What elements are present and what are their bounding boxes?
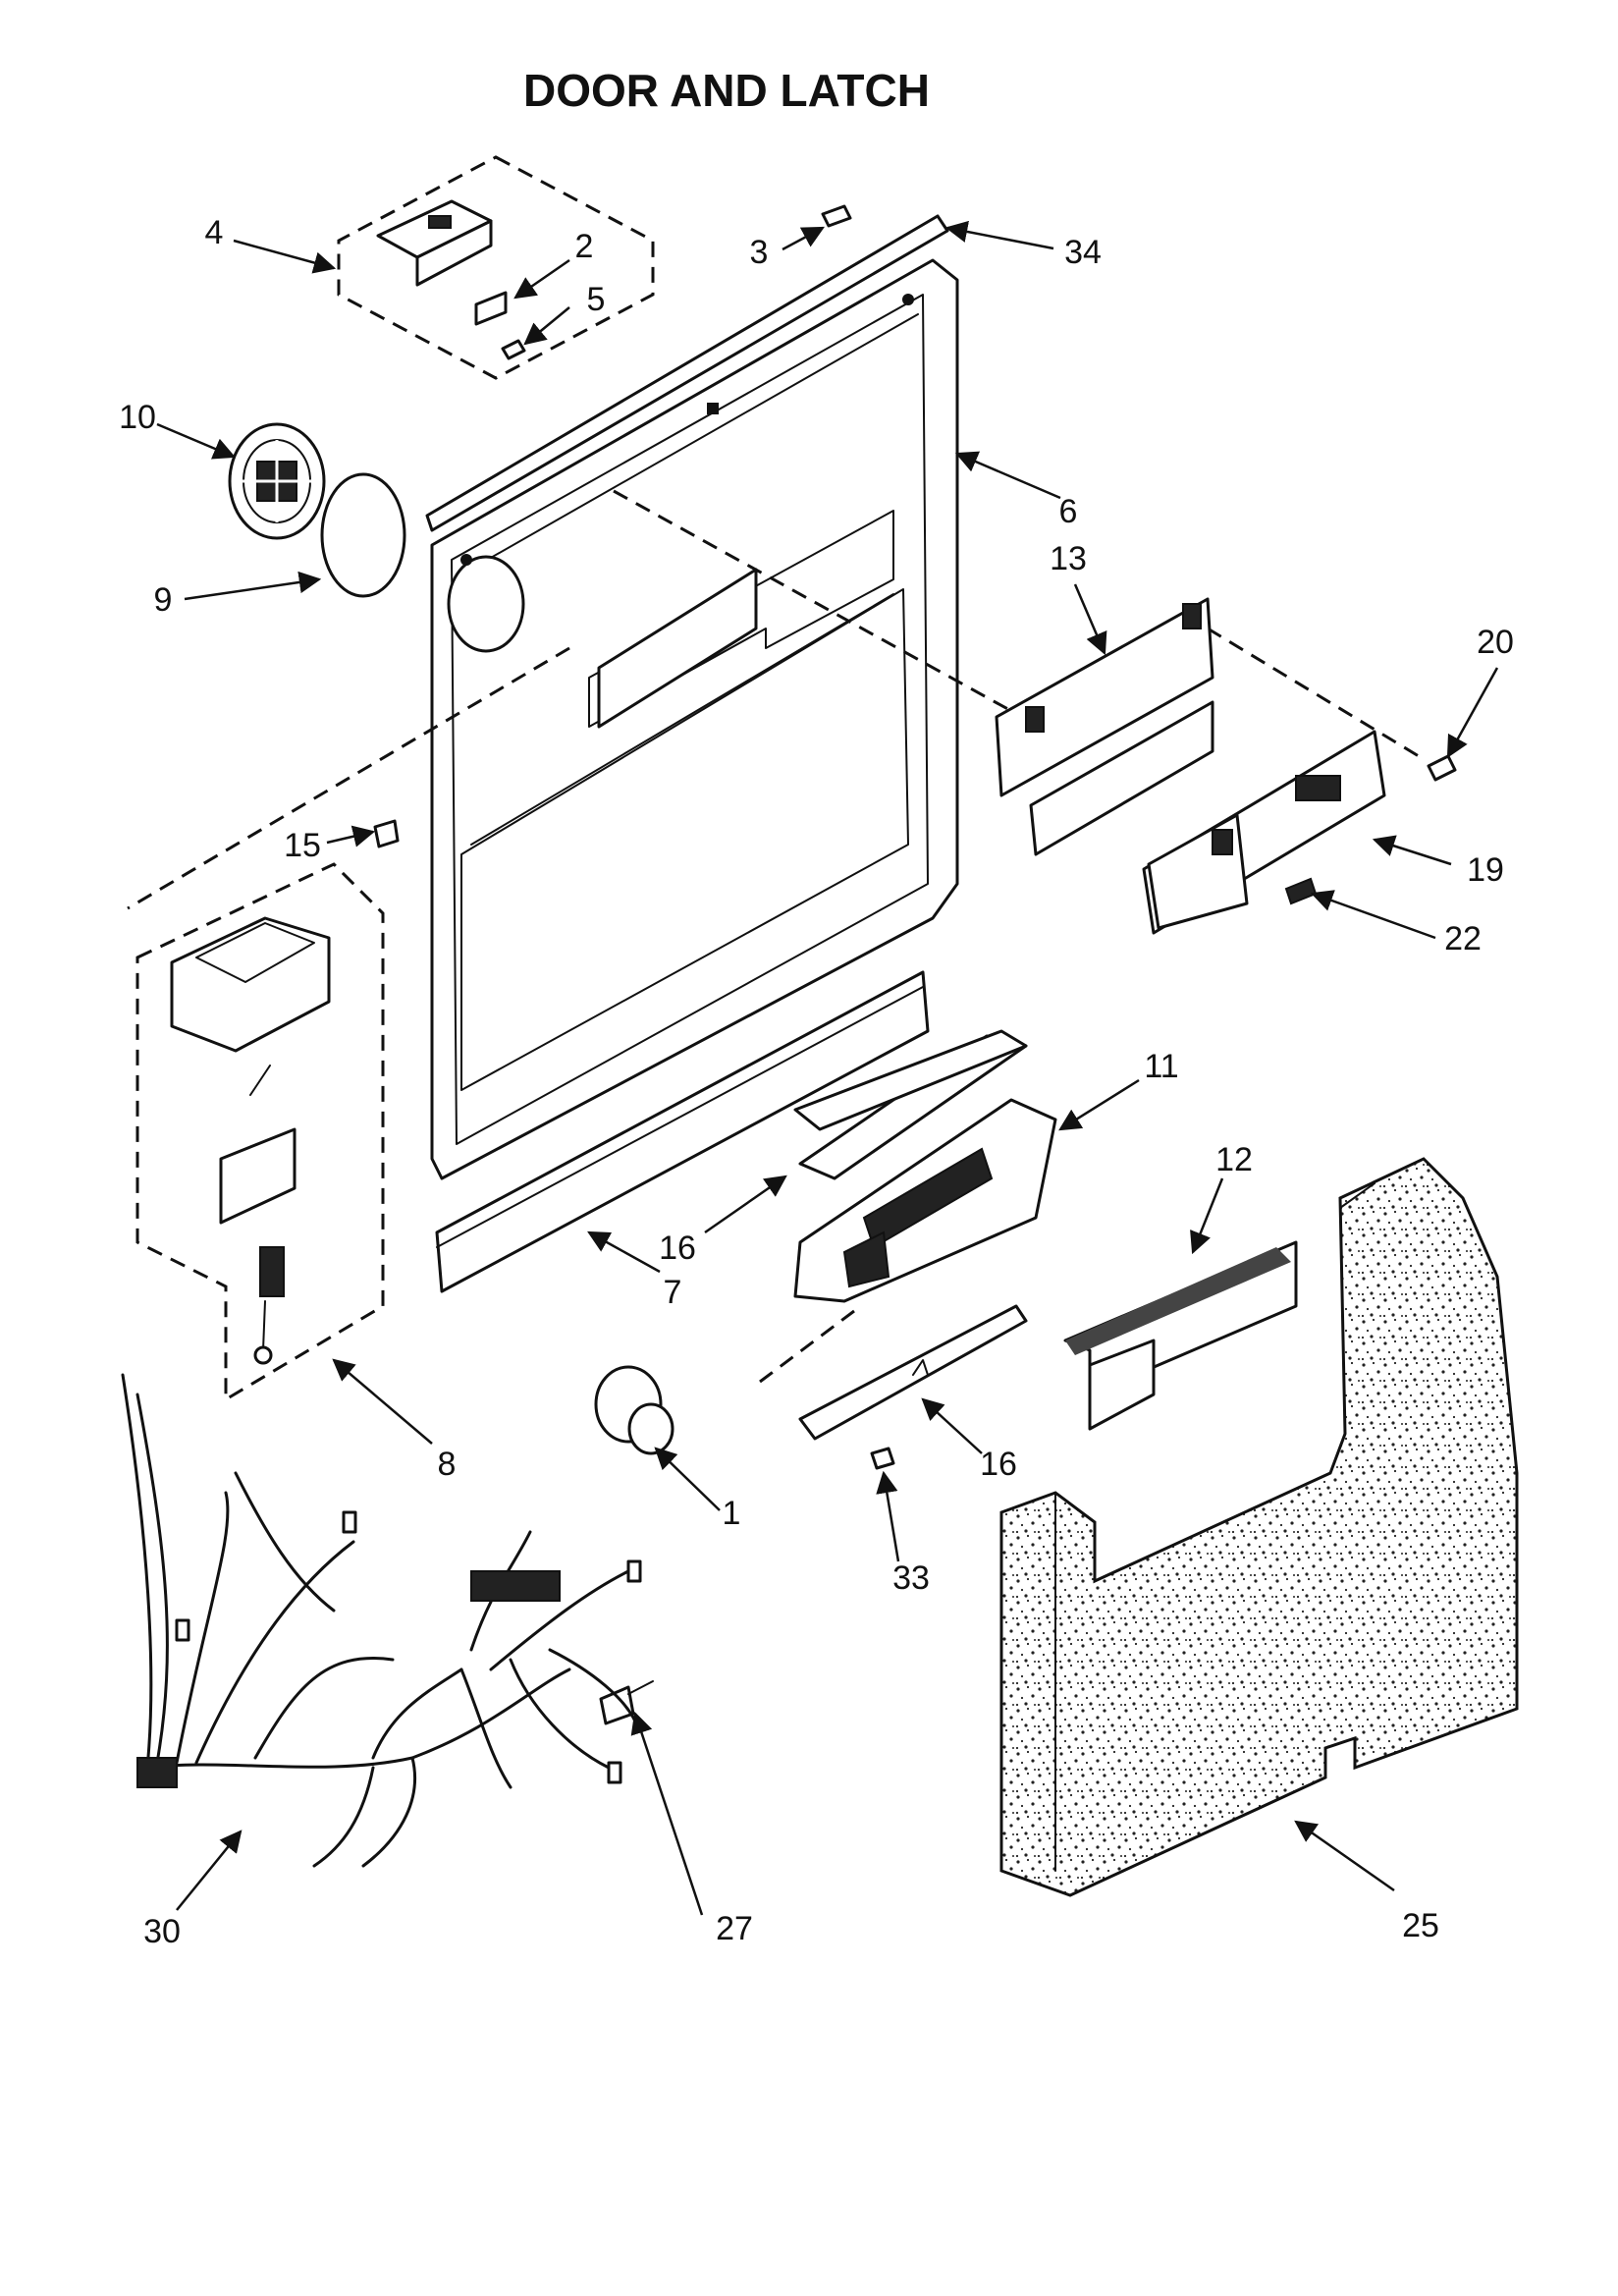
callout-19: 19: [1467, 851, 1504, 889]
callout-13: 13: [1050, 540, 1087, 577]
part-13-bracket: [995, 597, 1214, 856]
callout-34: 34: [1064, 234, 1102, 271]
part-6-inner-door-panel: [425, 214, 959, 1180]
callout-25: 25: [1402, 1907, 1439, 1944]
callout-16-lower: 16: [980, 1446, 1017, 1483]
callout-27: 27: [716, 1910, 753, 1947]
callout-33: 33: [892, 1559, 930, 1597]
callout-3: 3: [750, 234, 769, 271]
part-8-latch-assembly-group: [135, 862, 385, 1402]
callout-2: 2: [575, 228, 594, 265]
callout-7: 7: [664, 1274, 682, 1311]
part-1-rinse-aid-cap: [594, 1365, 674, 1455]
callout-6: 6: [1059, 493, 1078, 530]
part-20-screw: [1427, 754, 1457, 782]
part-10-vent-cover: [228, 422, 326, 540]
callout-20: 20: [1477, 624, 1514, 661]
part-25-insulation-blanket: [999, 1157, 1519, 1897]
diagram-title: DOOR AND LATCH: [523, 65, 930, 116]
part-16-handle-top: [793, 1029, 1028, 1131]
callout-11: 11: [1144, 1048, 1178, 1085]
part-3-screw: [821, 204, 852, 228]
callout-8: 8: [438, 1446, 457, 1483]
callout-16-upper: 16: [659, 1230, 696, 1267]
part-30-wire-harness: [121, 1373, 642, 1868]
part-7-bottom-rail: [435, 970, 930, 1293]
part-19-control-module: [1142, 730, 1386, 935]
part-12-insulation-strip: [1063, 1240, 1298, 1431]
callout-22: 22: [1444, 920, 1482, 957]
callout-leaders: [156, 220, 1499, 1916]
callout-12: 12: [1215, 1141, 1253, 1178]
part-15-clip: [373, 819, 400, 848]
callout-30: 30: [143, 1913, 181, 1950]
callout-15: 15: [284, 827, 321, 864]
part-4-latch-bracket-group: [337, 155, 655, 380]
part-22-switch: [1284, 877, 1318, 905]
callout-1: 1: [723, 1495, 741, 1532]
callout-9: 9: [154, 581, 173, 619]
callout-5: 5: [587, 281, 606, 318]
callout-4: 4: [205, 214, 224, 251]
part-9-gasket: [320, 472, 406, 598]
part-33-screw: [870, 1447, 895, 1470]
callout-numbers: 4 2 5 3 34 10 6 13 20 9 15 19 22 11 12 1…: [119, 214, 1514, 1950]
callout-10: 10: [119, 399, 156, 436]
assembly-leader-lines: [127, 489, 1420, 1387]
part-16-handle-bottom: [798, 1304, 1028, 1441]
part-27-connector: [599, 1680, 654, 1725]
